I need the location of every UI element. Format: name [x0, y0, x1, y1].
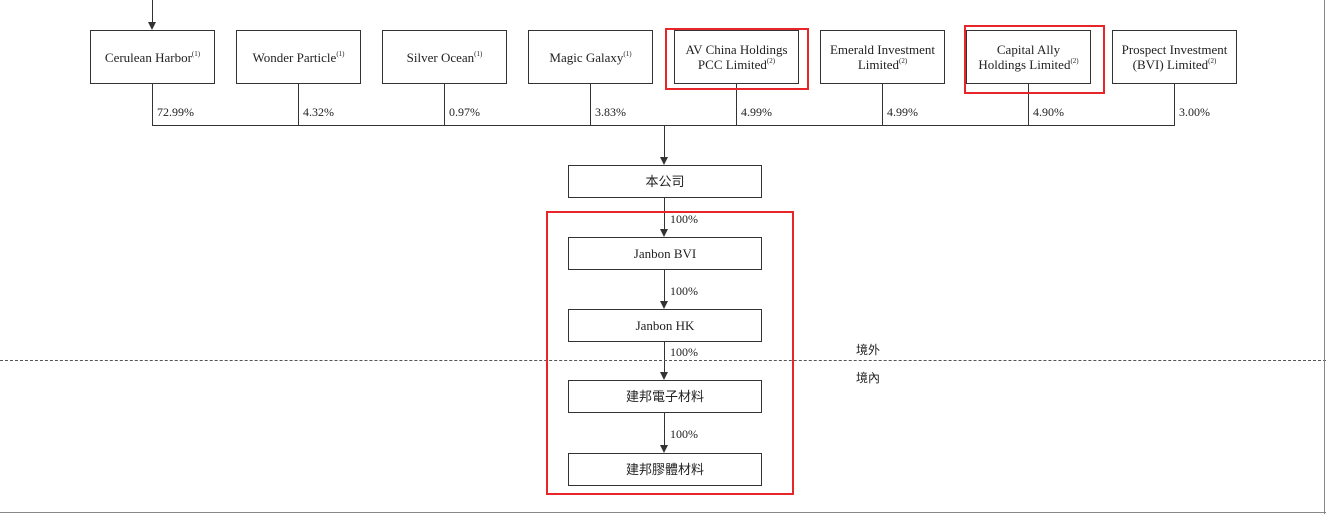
connector: [882, 84, 883, 125]
footnote-marker: (1): [191, 49, 201, 58]
connector: [664, 413, 665, 445]
arrow-icon: [660, 372, 668, 380]
footnote-marker: (1): [336, 49, 345, 58]
offshore-label: 境外: [856, 343, 881, 357]
entity-box: 建邦電子材料: [568, 380, 762, 413]
arrow-icon: [660, 301, 668, 309]
connector: [1174, 84, 1175, 125]
shareholding-percent: 4.90%: [1033, 105, 1064, 119]
entity-name: Janbon BVI: [633, 246, 697, 261]
footnote-marker: (2): [899, 57, 908, 65]
shareholder-bus-line: [152, 125, 1175, 126]
arrow-icon: [148, 22, 156, 30]
footnote-marker: (1): [474, 49, 483, 58]
footnote-marker: (1): [623, 49, 632, 58]
highlight-av-china: [665, 28, 809, 90]
shareholder-box: Emerald Investment Limited(2): [820, 30, 945, 84]
connector: [590, 84, 591, 125]
shareholding-percent: 4.99%: [887, 105, 918, 119]
shareholder-name: AV China Holdings PCC Limited: [685, 42, 788, 72]
shareholder-name: Emerald Investment Limited: [829, 42, 936, 72]
connector: [664, 125, 665, 157]
shareholding-percent: 4.32%: [303, 105, 334, 119]
top-connector: [152, 0, 153, 22]
highlight-subsidiaries: [546, 211, 794, 495]
entity-name: 建邦膠體材料: [625, 462, 704, 477]
connector: [298, 84, 299, 125]
shareholding-percent: 72.99%: [157, 105, 194, 119]
entity-box: 建邦膠體材料: [568, 453, 762, 486]
shareholder-name: Prospect Investment (BVI) Limited: [1121, 42, 1228, 72]
connector: [1028, 84, 1029, 125]
entity-box: Janbon HK: [568, 309, 762, 342]
connector: [664, 342, 665, 372]
arrow-icon: [660, 445, 668, 453]
offshore-onshore-divider: [0, 360, 1326, 361]
ownership-percent: 100%: [670, 345, 698, 359]
shareholder-name: Magic Galaxy: [549, 49, 624, 65]
arrow-icon: [660, 157, 668, 165]
shareholder-name: Cerulean Harbor: [104, 49, 192, 65]
page-right-border: [1324, 0, 1325, 514]
shareholder-name: Wonder Particle: [252, 49, 337, 65]
ownership-percent: 100%: [670, 284, 698, 298]
entity-name: Janbon HK: [635, 318, 695, 333]
onshore-label: 境內: [856, 371, 881, 385]
shareholder-box: Magic Galaxy(1): [528, 30, 653, 84]
footnote-marker: (2): [1070, 57, 1079, 65]
connector: [444, 84, 445, 125]
ownership-percent: 100%: [670, 427, 698, 441]
shareholder-name: Capital Ally Holdings Limited: [978, 42, 1071, 72]
shareholder-box: Silver Ocean(1): [382, 30, 507, 84]
entity-box: Janbon BVI: [568, 237, 762, 270]
connector: [664, 198, 665, 229]
entity-box: 本公司: [568, 165, 762, 198]
shareholder-name: Silver Ocean: [406, 49, 475, 65]
page-bottom-border: [0, 512, 1326, 513]
connector: [664, 270, 665, 301]
shareholder-box: Cerulean Harbor(1): [90, 30, 215, 84]
connector: [152, 84, 153, 125]
shareholding-percent: 0.97%: [449, 105, 480, 119]
highlight-capital-ally: [964, 25, 1105, 94]
arrow-icon: [660, 229, 668, 237]
footnote-marker: (2): [1208, 57, 1217, 65]
shareholding-percent: 4.99%: [741, 105, 772, 119]
shareholder-box: AV China Holdings PCC Limited(2): [674, 30, 799, 84]
shareholding-percent: 3.83%: [595, 105, 626, 119]
footnote-marker: (2): [766, 57, 776, 65]
entity-name: 建邦電子材料: [625, 389, 704, 404]
connector: [736, 84, 737, 125]
shareholder-box: Capital Ally Holdings Limited(2): [966, 30, 1091, 84]
shareholding-percent: 3.00%: [1179, 105, 1210, 119]
shareholder-box: Prospect Investment (BVI) Limited(2): [1112, 30, 1237, 84]
entity-name: 本公司: [645, 174, 685, 189]
ownership-percent: 100%: [670, 212, 698, 226]
shareholder-box: Wonder Particle(1): [236, 30, 361, 84]
